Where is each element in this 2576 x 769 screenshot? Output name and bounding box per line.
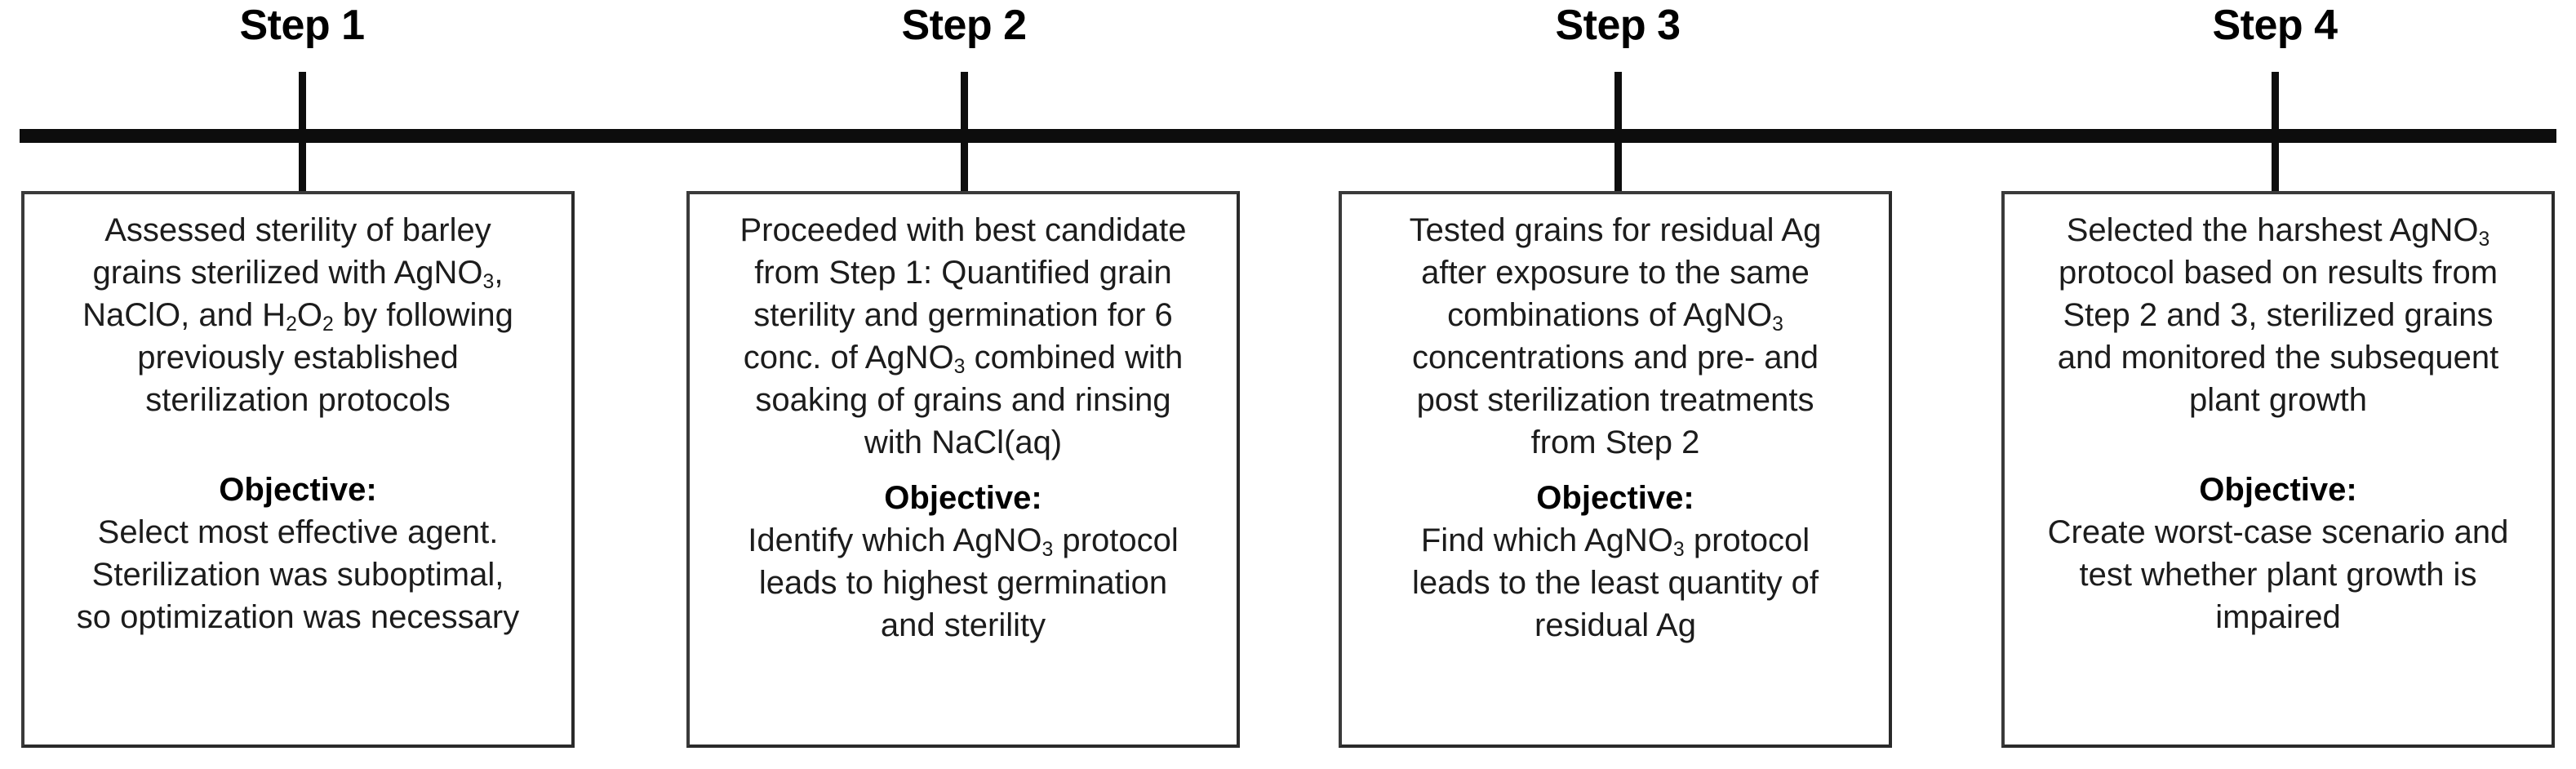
objective-label-4: Objective:	[2199, 472, 2357, 508]
step-description-1: Assessed sterility of barley grains ster…	[82, 212, 513, 418]
timeline-axis	[20, 129, 2556, 143]
step-heading-4: Step 4	[2212, 2, 2338, 49]
objective-label-2: Objective:	[884, 480, 1042, 516]
step-description-3: Tested grains for residual Ag after expo…	[1409, 212, 1822, 460]
step-box-2: Proceeded with best candidate from Step …	[686, 191, 1240, 748]
step-box-1: Assessed sterility of barley grains ster…	[21, 191, 575, 748]
objective-text-2: Identify which AgNO3 protocol leads to h…	[748, 522, 1179, 643]
objective-label-3: Objective:	[1536, 480, 1694, 516]
step-heading-2: Step 2	[901, 2, 1027, 49]
objective-text-4: Create worst-case scenario and test whet…	[2047, 514, 2509, 635]
step-box-4: Selected the harshest AgNO3 protocol bas…	[2001, 191, 2555, 748]
step-box-3: Tested grains for residual Ag after expo…	[1339, 191, 1892, 748]
step-heading-3: Step 3	[1555, 2, 1681, 49]
objective-text-3: Find which AgNO3 protocol leads to the l…	[1411, 522, 1819, 643]
objective-text-1: Select most effective agent. Sterilizati…	[76, 514, 520, 635]
step-description-4: Selected the harshest AgNO3 protocol bas…	[2057, 212, 2499, 418]
objective-label-1: Objective:	[219, 472, 377, 508]
step-description-2: Proceeded with best candidate from Step …	[739, 212, 1187, 460]
step-heading-1: Step 1	[239, 2, 365, 49]
